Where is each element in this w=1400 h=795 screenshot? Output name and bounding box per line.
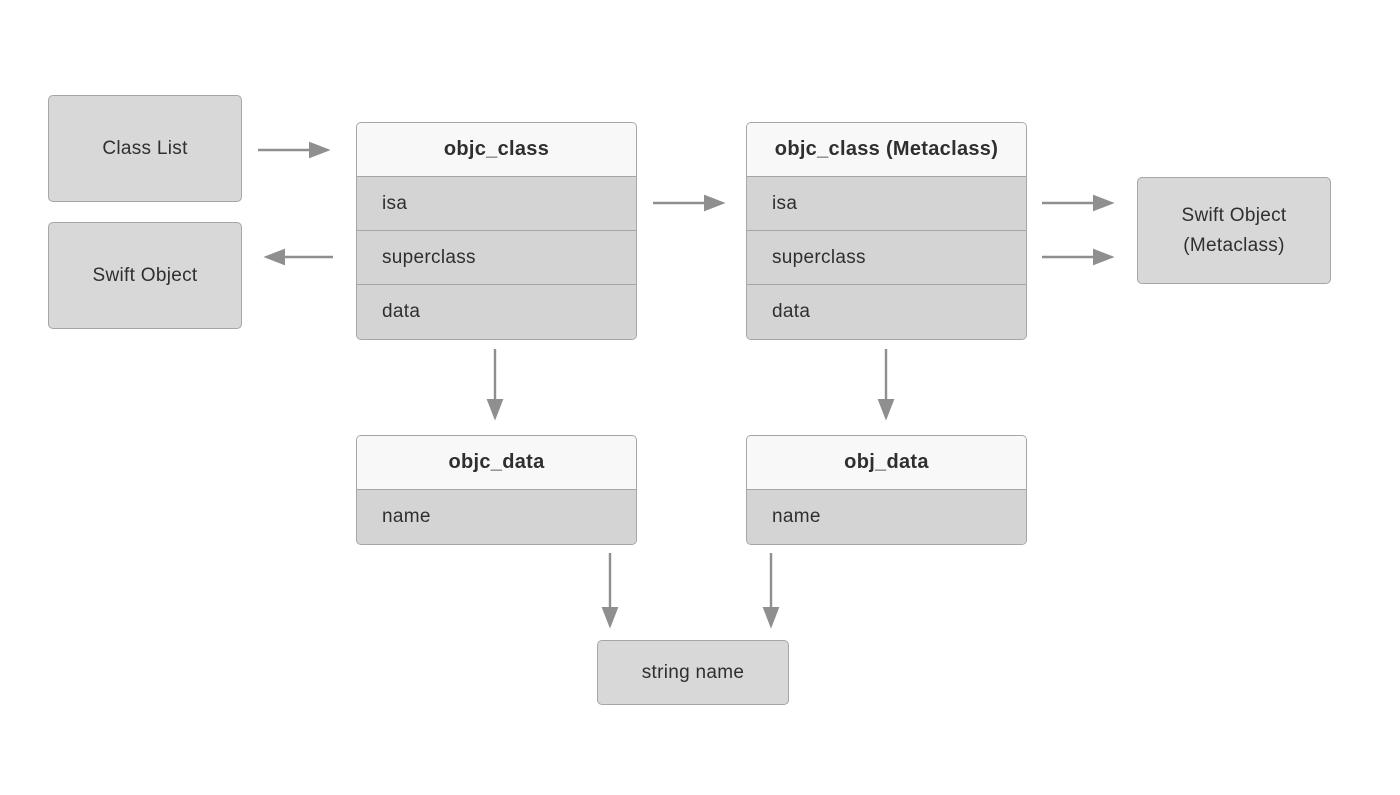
objc-class-metaclass-table-title: objc_class (Metaclass) [747, 123, 1026, 177]
objc-class-row-data: data [357, 285, 636, 339]
objc-class-table: objc_class isa superclass data [356, 122, 637, 340]
swift-object-box: Swift Object [48, 222, 242, 329]
string-name-box: string name [597, 640, 789, 705]
objc-class-metaclass-row-isa: isa [747, 177, 1026, 231]
objc-data-table: objc_data name [356, 435, 637, 545]
swift-object-metaclass-box: Swift Object (Metaclass) [1137, 177, 1331, 284]
class-list-box: Class List [48, 95, 242, 202]
obj-data-row-name: name [747, 490, 1026, 544]
objc-class-metaclass-table: objc_class (Metaclass) isa superclass da… [746, 122, 1027, 340]
objc-data-table-title: objc_data [357, 436, 636, 490]
objc-class-metaclass-row-data: data [747, 285, 1026, 339]
objc-data-row-name: name [357, 490, 636, 544]
obj-data-table: obj_data name [746, 435, 1027, 545]
objc-class-row-isa: isa [357, 177, 636, 231]
obj-data-table-title: obj_data [747, 436, 1026, 490]
objc-class-metaclass-row-superclass: superclass [747, 231, 1026, 285]
objc-class-table-title: objc_class [357, 123, 636, 177]
objc-class-row-superclass: superclass [357, 231, 636, 285]
